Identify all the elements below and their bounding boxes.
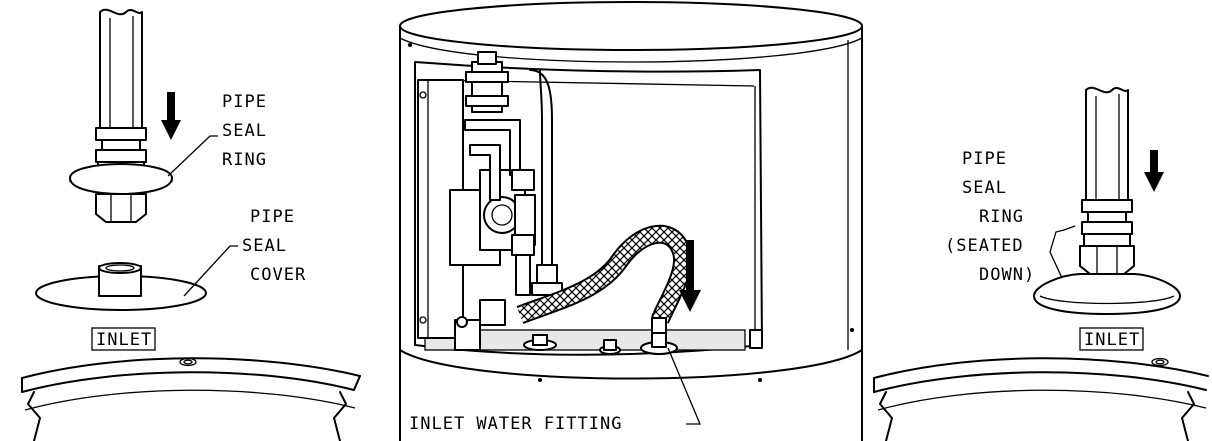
right-pipe bbox=[1079, 86, 1135, 275]
left-pipe-seal-ring bbox=[69, 163, 173, 195]
left-pipe bbox=[95, 8, 147, 175]
right-ring-label-line3: RING bbox=[979, 207, 1024, 227]
left-ring-label-line3: RING bbox=[222, 150, 267, 170]
left-panel: PIPE SEAL RING PIPE SEAL COVER INLET bbox=[21, 8, 361, 441]
left-ring-label-line2: SEAL bbox=[222, 121, 267, 141]
left-inlet-box bbox=[91, 327, 156, 351]
right-ring-label-line5: DOWN) bbox=[979, 265, 1035, 285]
pipe-runs bbox=[454, 69, 563, 351]
right-tank-top bbox=[873, 357, 1209, 441]
upper-valve bbox=[465, 51, 509, 113]
left-ring-leader bbox=[167, 135, 218, 177]
inlet-water-fitting-label: INLET WATER FITTING bbox=[409, 414, 622, 434]
right-pipe-seal-ring-seated bbox=[1033, 273, 1181, 315]
left-pipe-seal-cover bbox=[35, 262, 207, 311]
left-tank-top bbox=[21, 357, 361, 441]
down-arrow-icon bbox=[1144, 150, 1164, 192]
left-cover-label-line2: SEAL bbox=[242, 236, 287, 256]
right-inlet-box bbox=[1079, 327, 1144, 351]
left-inlet-label: INLET bbox=[96, 330, 152, 350]
right-ring-leader bbox=[1049, 225, 1076, 279]
down-arrow-icon bbox=[679, 240, 701, 312]
right-inlet-label: INLET bbox=[1084, 330, 1140, 350]
left-ring-label-line1: PIPE bbox=[222, 92, 267, 112]
left-hex-nut bbox=[95, 193, 147, 223]
base-fittings bbox=[523, 334, 621, 355]
braided-flex-hose-fill bbox=[517, 226, 691, 323]
left-cover-label-line1: PIPE bbox=[250, 207, 295, 227]
right-ring-label-line2: SEAL bbox=[962, 178, 1007, 198]
fitting-leader bbox=[667, 347, 701, 425]
left-cover-label-line3: COVER bbox=[250, 265, 306, 285]
down-arrow-icon bbox=[161, 92, 181, 140]
center-panel: INLET WATER FITTING bbox=[399, 1, 863, 441]
right-ring-label-line1: PIPE bbox=[962, 149, 1007, 169]
inlet-water-fitting bbox=[640, 317, 678, 355]
right-panel: PIPE SEAL RING (SEATED DOWN) INLET bbox=[873, 86, 1209, 441]
left-cover-leader bbox=[183, 245, 238, 297]
right-ring-label-line4: (SEATED bbox=[945, 236, 1024, 256]
water-heater-tank bbox=[399, 1, 863, 441]
